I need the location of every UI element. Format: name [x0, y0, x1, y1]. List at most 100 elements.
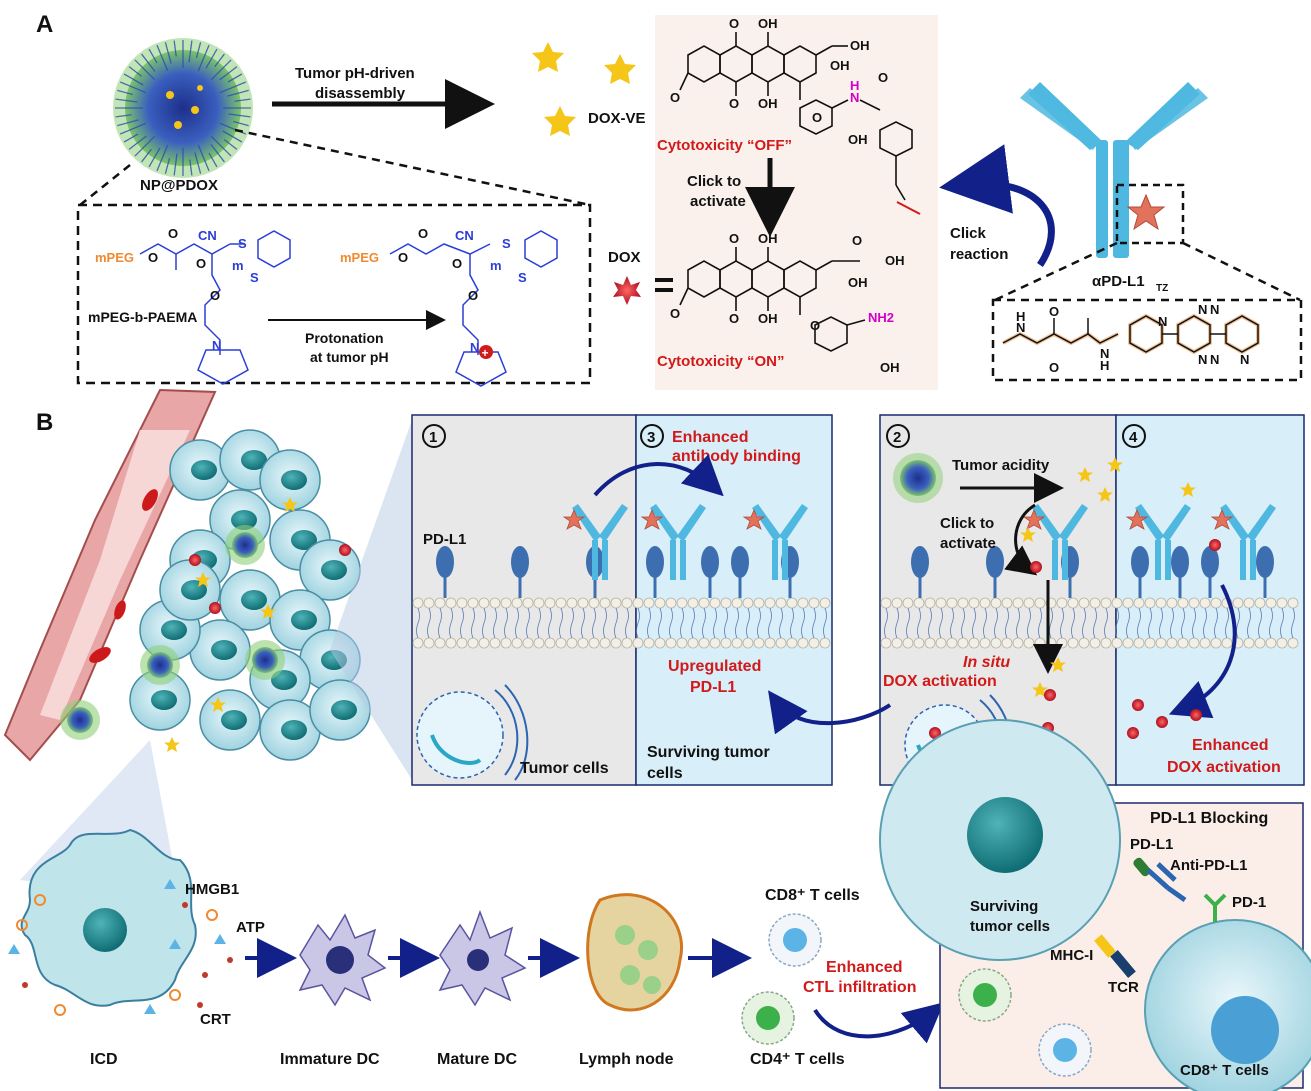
upregulated-2: PD-L1 — [690, 679, 736, 696]
svg-text:N: N — [1198, 352, 1207, 367]
hmgb1-dot — [16, 919, 28, 931]
tumor-tissue-illustration — [3, 388, 371, 762]
crt-dot — [182, 902, 188, 908]
star-icon — [1020, 527, 1036, 542]
doxve-structure — [679, 32, 913, 201]
svg-text:S: S — [250, 270, 259, 285]
svg-text:N: N — [1210, 352, 1219, 367]
svg-text:OH: OH — [880, 360, 900, 375]
cytotoxicity-off: Cytotoxicity “OFF” — [657, 137, 792, 154]
pdl1-head — [1256, 546, 1274, 578]
svg-text:O: O — [210, 288, 220, 303]
cell-nucleus — [291, 610, 317, 630]
dox-label: DOX — [608, 249, 641, 266]
polymer-box — [76, 203, 592, 385]
svg-text:O: O — [670, 90, 680, 105]
zoom-line-tz-left — [994, 241, 1118, 302]
tz-star-icon — [640, 508, 664, 530]
icd-label: ICD — [90, 1051, 118, 1068]
mature-dc-icon — [438, 909, 527, 1007]
tz-star-icon — [1210, 508, 1234, 530]
panel-b-label: B — [36, 409, 53, 436]
svg-text:3: 3 — [647, 429, 655, 446]
polymer-right-bonds — [389, 230, 558, 387]
svg-text:OH: OH — [758, 96, 778, 111]
zoom-line-tz-right — [1182, 241, 1301, 302]
nanoparticle-core — [252, 647, 278, 673]
star-icon — [1097, 487, 1113, 502]
tz-star-icon — [1125, 508, 1149, 530]
svg-text:m: m — [232, 258, 244, 273]
click-1: Click to — [940, 515, 994, 532]
svg-text:N: N — [850, 90, 859, 105]
antibody-label: αPD-L1 TZ — [1092, 273, 1168, 294]
svg-text:1: 1 — [429, 429, 437, 446]
enhanced-dox-1: Enhanced — [1192, 737, 1268, 754]
svg-text:NH2: NH2 — [868, 310, 894, 325]
click-activate-arrow — [1004, 503, 1038, 576]
hmgb1-dot — [34, 894, 46, 906]
protonation-1: Protonation — [305, 330, 384, 346]
cell-nucleus — [241, 450, 267, 470]
dox-particle — [1044, 689, 1056, 701]
svg-text:+: + — [482, 346, 489, 360]
dox-particle — [1132, 699, 1144, 711]
dox-particle — [929, 727, 941, 739]
cytotoxicity-on: Cytotoxicity “ON” — [657, 353, 785, 370]
svg-text:O: O — [810, 318, 820, 333]
svg-text:O: O — [729, 231, 739, 246]
svg-text:N: N — [1210, 302, 1219, 317]
svg-text:TZ: TZ — [1156, 283, 1168, 294]
svg-text:αPD-L1: αPD-L1 — [1092, 273, 1145, 290]
svg-text:mPEG: mPEG — [95, 250, 134, 265]
star-icon — [164, 737, 180, 752]
cell-nucleus — [241, 590, 267, 610]
nanoparticle-icon — [113, 38, 253, 178]
tcr-label: TCR — [1108, 979, 1139, 996]
dox-particle — [1030, 561, 1042, 573]
click-reaction-arrow — [939, 144, 1055, 267]
svg-text:OH: OH — [885, 253, 905, 268]
atp-triangle — [8, 944, 20, 954]
tetrazine-atoms: N H O O N H N N N N N N — [1016, 302, 1249, 375]
blocking-title: PD-L1 Blocking — [1150, 810, 1268, 827]
pdl1-stem — [1138, 575, 1142, 598]
svg-text:O: O — [852, 233, 862, 248]
star-icon — [1032, 682, 1048, 697]
surviving-bottom-1: Surviving — [970, 898, 1038, 915]
mhc-label: MHC-I — [1050, 947, 1093, 964]
svg-text:2: 2 — [893, 429, 901, 446]
cell-nucleus — [161, 620, 187, 640]
blocking-small-cells — [958, 968, 1092, 1077]
panel-4-bg — [1115, 414, 1305, 786]
surviving-bottom-2: tumor cells — [970, 918, 1050, 935]
surviving-tumor-cell-icon — [879, 719, 1121, 961]
svg-text:OH: OH — [758, 311, 778, 326]
small-dox-particles — [189, 539, 1221, 771]
svg-text:mPEG: mPEG — [340, 250, 379, 265]
star-icon — [260, 604, 276, 619]
pdl1-stem — [738, 575, 742, 598]
cell-nucleus — [231, 510, 257, 530]
polymer-label: mPEG-b-PAEMA — [88, 309, 197, 325]
crt-dot — [227, 957, 233, 963]
svg-text:O: O — [1049, 304, 1059, 319]
step-3-badge: 3 — [640, 424, 664, 448]
svg-text:m: m — [490, 258, 502, 273]
crt-dot — [197, 1002, 203, 1008]
dox-particle — [209, 602, 221, 614]
cd8-top-label: CD8⁺ T cells — [765, 887, 860, 904]
tz-star-icon — [742, 508, 766, 530]
crt-dot — [22, 982, 28, 988]
cell-nucleus — [331, 700, 357, 720]
immature-dc-icon — [298, 913, 387, 1007]
polymer-left-atoms: mPEG O O CN m S S O O N — [95, 226, 259, 353]
svg-text:CN: CN — [455, 228, 474, 243]
step-1-badge: 1 — [422, 424, 446, 448]
svg-text:N: N — [1016, 320, 1025, 335]
cell-nucleus — [321, 560, 347, 580]
pd1-label: PD-1 — [1232, 894, 1266, 911]
dox-particle — [1190, 709, 1202, 721]
pdl1-stem — [788, 575, 792, 598]
